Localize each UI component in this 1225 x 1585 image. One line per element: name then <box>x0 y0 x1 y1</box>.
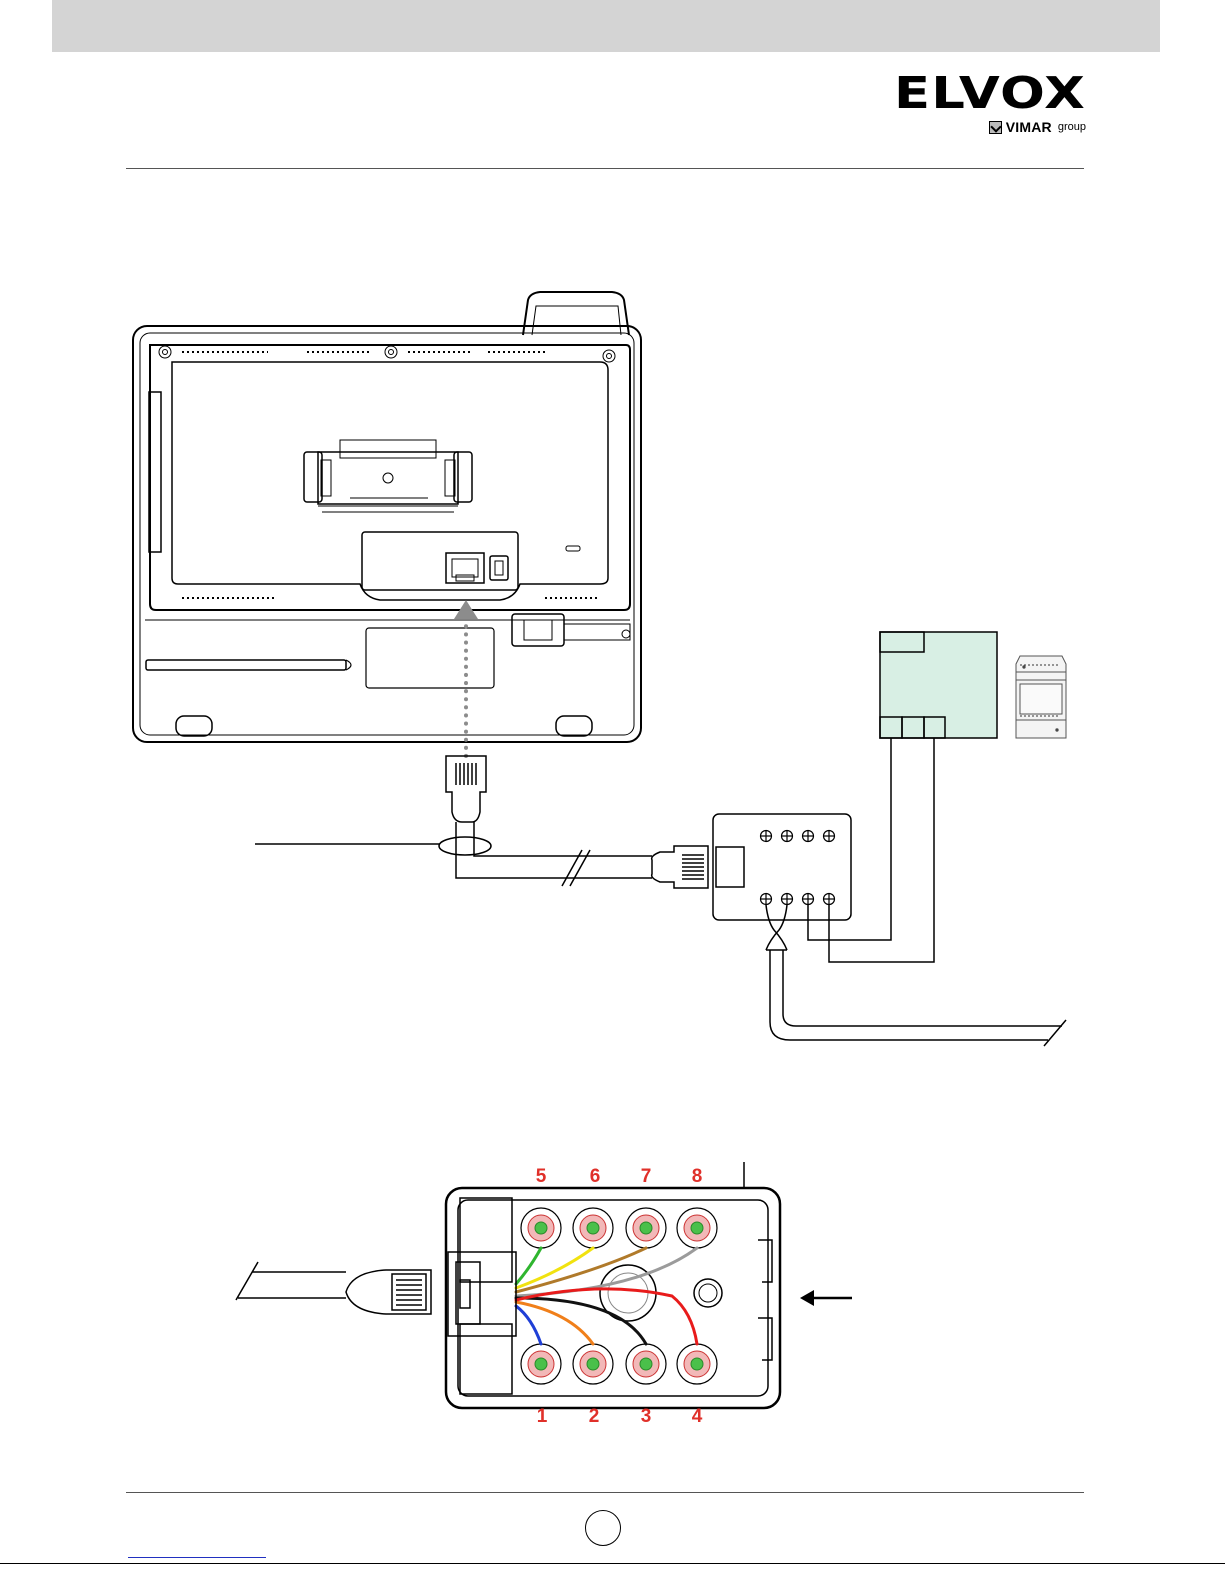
pin-number-3: 3 <box>641 1406 652 1427</box>
terminal-row-bottom <box>521 1344 717 1384</box>
footer-link-underline <box>128 1557 266 1558</box>
rj45-plug-socket <box>236 1252 516 1336</box>
junction-box <box>713 814 851 920</box>
din-rail-device-icon <box>1016 656 1066 738</box>
socket-detail: 5 6 7 8 1 2 3 4 <box>236 1162 852 1427</box>
pin-number-8: 8 <box>692 1166 703 1187</box>
terminal-row-top <box>521 1208 717 1248</box>
page-bottom-border <box>0 1563 1225 1564</box>
monitor-rear-view <box>133 292 641 742</box>
module-wiring <box>808 738 934 962</box>
page-number-circle <box>585 1510 621 1546</box>
rj45-plug-box <box>652 846 708 888</box>
colored-wires <box>516 1248 697 1344</box>
power-supply-module <box>880 632 997 738</box>
pin-number-4: 4 <box>692 1406 703 1427</box>
pin-number-5: 5 <box>536 1166 547 1187</box>
pin-number-7: 7 <box>641 1166 652 1187</box>
cable-monitor-to-box <box>255 822 652 886</box>
rj45-plug-monitor <box>446 756 486 822</box>
insertion-arrow <box>454 600 478 756</box>
pin-number-6: 6 <box>590 1166 601 1187</box>
pin-number-2: 2 <box>589 1406 600 1427</box>
pin-number-1: 1 <box>537 1406 548 1427</box>
footer-rule <box>126 1492 1084 1493</box>
left-arrow-icon <box>800 1290 852 1306</box>
bus-line <box>766 905 1066 1046</box>
